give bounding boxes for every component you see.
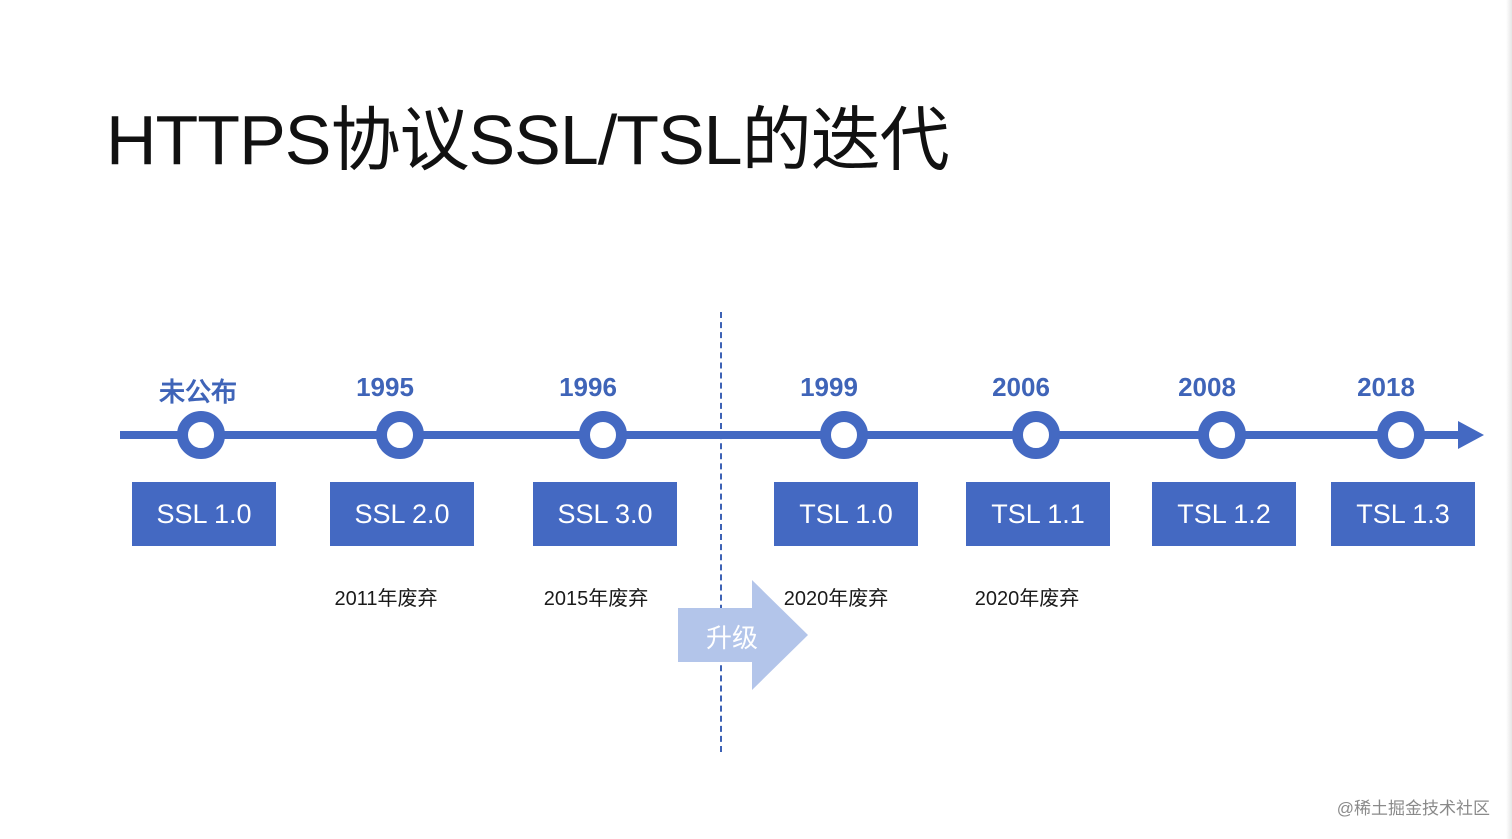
version-box: TSL 1.2 <box>1152 482 1296 546</box>
version-box: TSL 1.0 <box>774 482 918 546</box>
timeline-axis <box>120 431 1464 439</box>
milestone-year: 未公布 <box>158 377 237 407</box>
version-box: SSL 2.0 <box>330 482 474 546</box>
upgrade-arrow: 升级 <box>678 580 808 690</box>
deprecation-note: 2015年废弃 <box>543 588 649 610</box>
version-box: SSL 1.0 <box>132 482 276 546</box>
milestone-node <box>1198 411 1246 459</box>
upgrade-label: 升级 <box>705 623 758 653</box>
milestone-node <box>579 411 627 459</box>
milestone-year: 1996 <box>559 372 617 402</box>
ssl-tls-divider <box>720 312 722 752</box>
deprecation-note: 2020年废弃 <box>783 588 889 610</box>
milestone-node <box>1012 411 1060 459</box>
deprecation-note: 2011年废弃 <box>334 588 438 610</box>
page-title: HTTPS协议SSL/TSL的迭代 <box>106 101 950 179</box>
deprecation-note: 2020年废弃 <box>974 588 1080 610</box>
right-edge-shadow <box>1506 0 1512 839</box>
milestone-node <box>376 411 424 459</box>
watermark: @稀土掘金技术社区 <box>1336 799 1490 818</box>
upgrade-arrow-polygon <box>678 580 808 690</box>
milestone-node <box>177 411 225 459</box>
version-box: TSL 1.3 <box>1331 482 1475 546</box>
milestone-node <box>820 411 868 459</box>
milestone-year: 2018 <box>1357 372 1415 402</box>
upgrade-arrow-shape <box>678 580 808 690</box>
milestone-year: 1999 <box>800 372 858 402</box>
timeline-arrowhead <box>1458 421 1484 449</box>
milestone-node <box>1377 411 1425 459</box>
milestone-year: 2008 <box>1178 372 1236 402</box>
milestone-year: 2006 <box>992 372 1050 402</box>
version-box: SSL 3.0 <box>533 482 677 546</box>
milestone-year: 1995 <box>356 372 414 402</box>
version-box: TSL 1.1 <box>966 482 1110 546</box>
